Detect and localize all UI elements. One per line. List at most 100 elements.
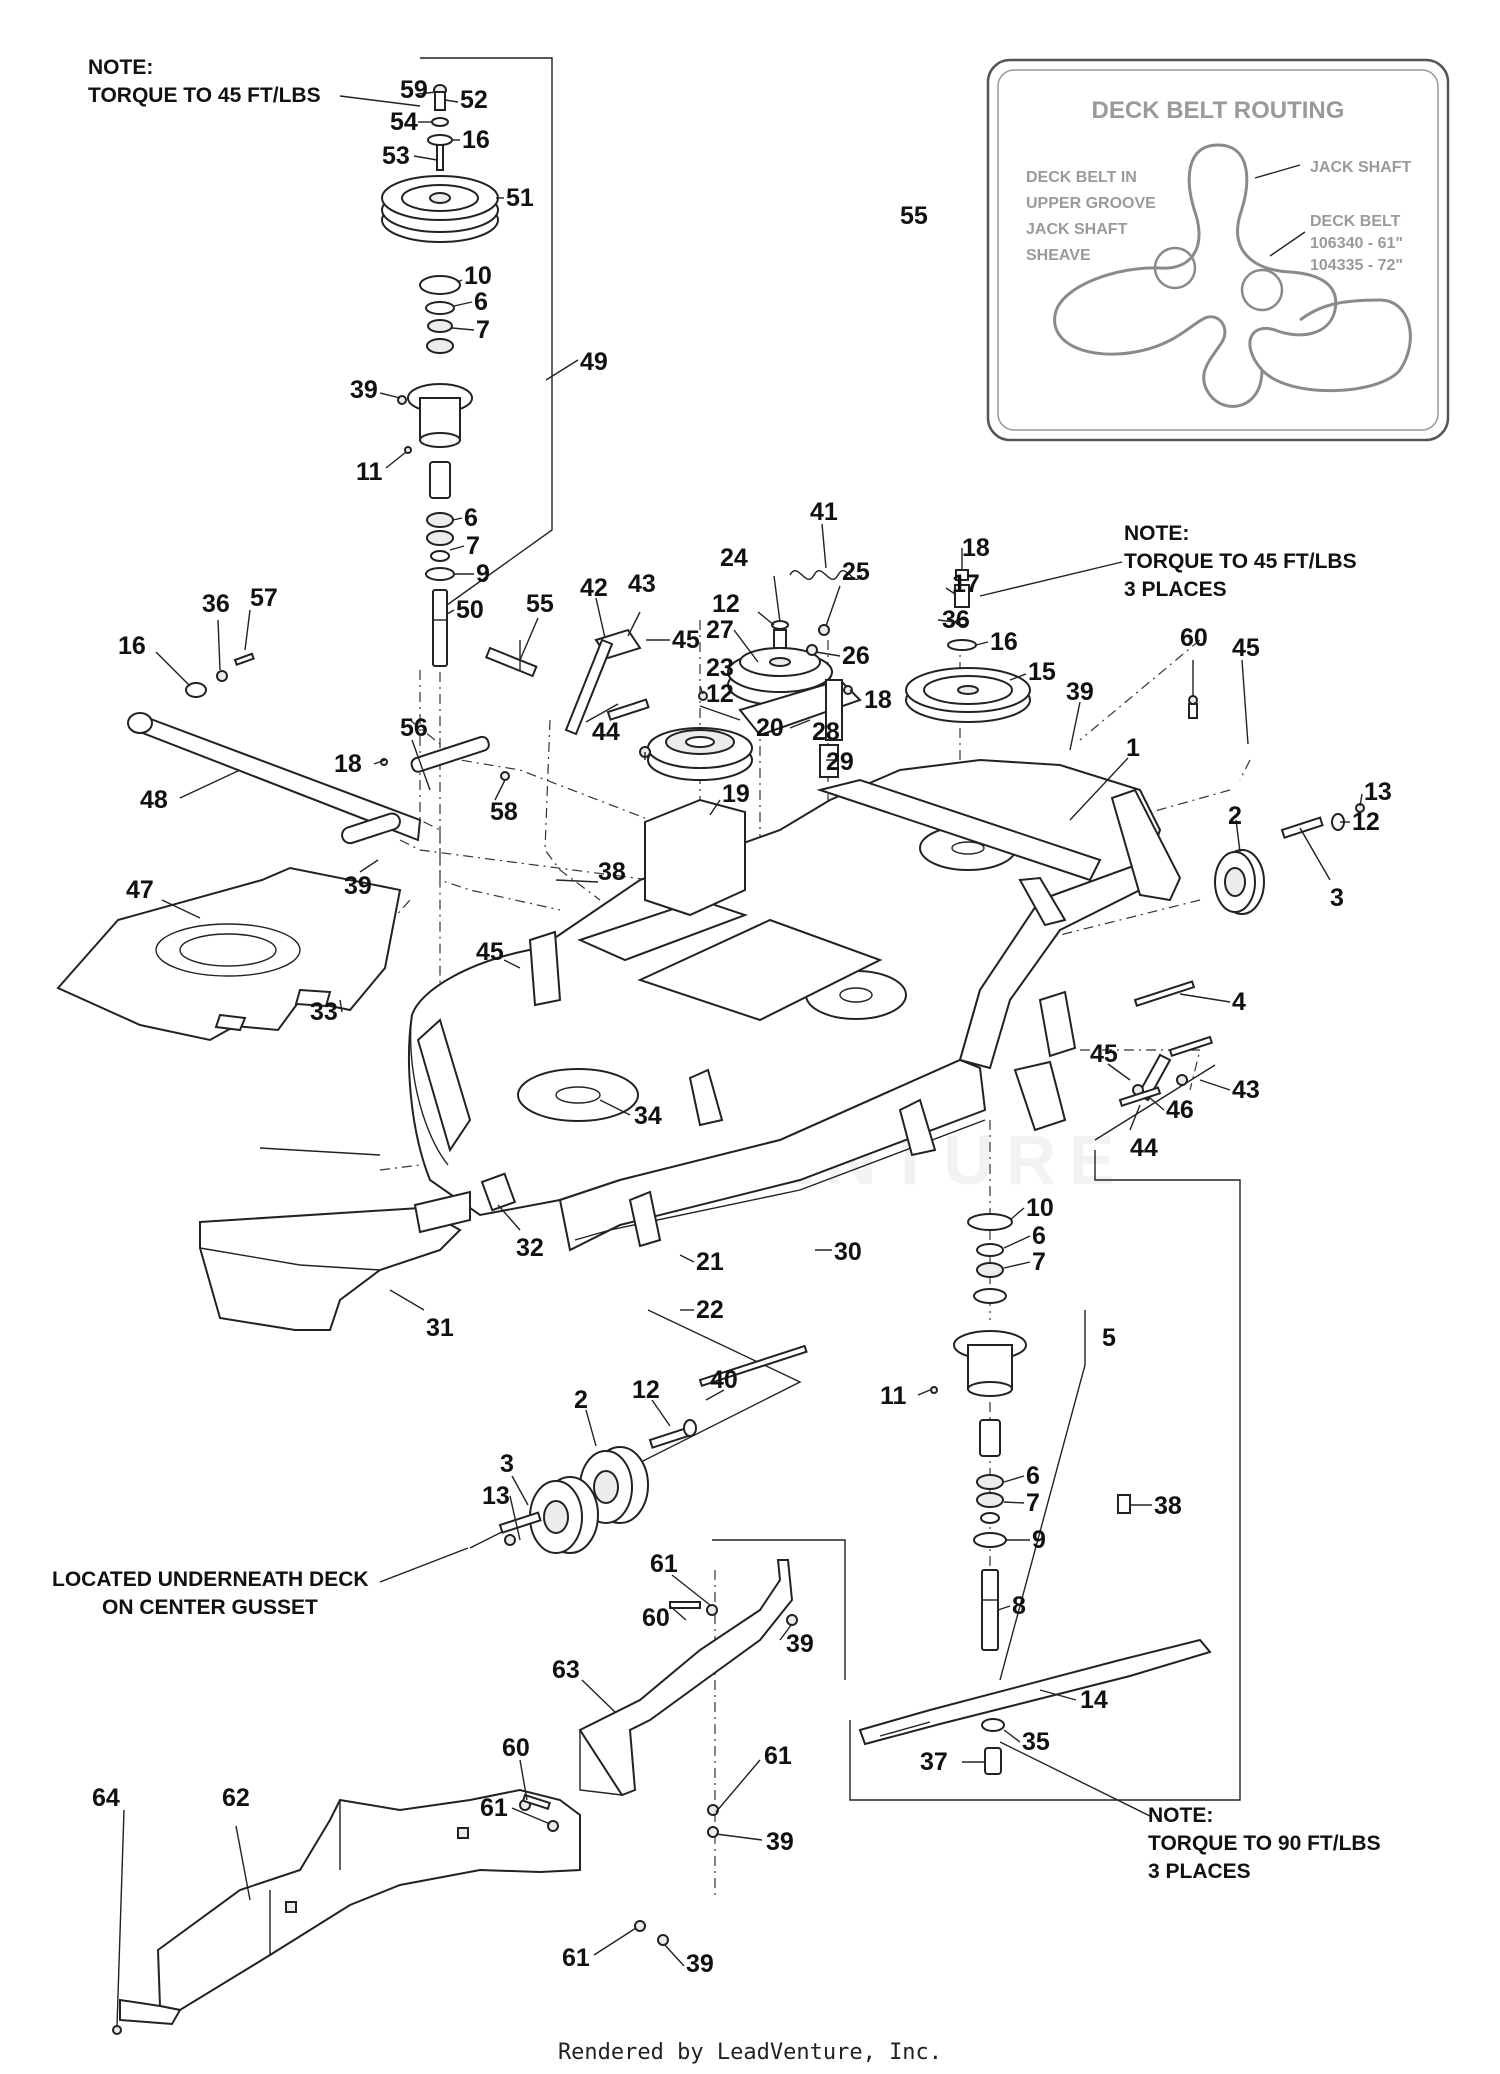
inset-text-2: UPPER GROOVE — [1026, 195, 1156, 212]
callout-14: 14 — [1080, 1686, 1108, 1714]
callout-12: 12 — [1352, 808, 1380, 836]
callout-17: 17 — [952, 570, 980, 598]
belt-path — [1053, 143, 1412, 408]
callout-7: 7 — [1026, 1489, 1040, 1517]
group-boundaries — [420, 57, 1241, 1801]
callout-52: 52 — [460, 86, 488, 114]
callout-labels: 59 52 54 16 53 51 10 6 7 39 49 11 6 7 9 … — [92, 76, 1392, 1978]
left-belt-shield — [56, 866, 402, 1042]
callout-18: 18 — [962, 534, 990, 562]
callout-11: 11 — [356, 458, 383, 486]
callout-13: 13 — [1364, 778, 1392, 806]
callout-61: 61 — [764, 1742, 792, 1770]
callout-55: 55 — [526, 590, 554, 618]
callout-39: 39 — [686, 1950, 714, 1978]
callout-16: 16 — [462, 126, 490, 154]
belt-routing-inset: DECK BELT ROUTING DECK BELT IN UPPER GRO… — [986, 58, 1450, 442]
callout-43: 43 — [1232, 1076, 1260, 1104]
callout-45: 45 — [1232, 634, 1260, 662]
inset-belt-1: DECK BELT — [1310, 213, 1401, 230]
callout-59: 59 — [400, 76, 428, 104]
callout-6: 6 — [1032, 1222, 1046, 1250]
inset-title: DECK BELT ROUTING — [1092, 97, 1345, 124]
callout-60: 60 — [642, 1604, 670, 1632]
callout-9: 9 — [476, 560, 490, 588]
discharge-chute — [199, 1147, 517, 1331]
inset-belt-3: 104335 - 72" — [1310, 257, 1403, 274]
callout-39: 39 — [350, 376, 378, 404]
callout-12: 12 — [632, 1376, 660, 1404]
svg-text:LOCATED UNDERNEATH DECK: LOCATED UNDERNEATH DECK — [52, 1568, 369, 1591]
callout-18: 18 — [334, 750, 362, 778]
callout-29: 29 — [826, 748, 854, 776]
callout-15: 15 — [1028, 658, 1056, 686]
baffle-fasteners — [112, 1601, 798, 2035]
callout-47: 47 — [126, 876, 154, 904]
callout-10: 10 — [1026, 1194, 1054, 1222]
callout-57: 57 — [250, 584, 278, 612]
top-spindle-assembly — [381, 84, 499, 667]
svg-text:TORQUE TO 45 FT/LBS: TORQUE TO 45 FT/LBS — [88, 84, 321, 107]
mower-deck — [408, 746, 1182, 1252]
jack-shaft-circle — [1240, 268, 1284, 312]
callout-3: 3 — [500, 1450, 514, 1478]
callout-61: 61 — [562, 1944, 590, 1972]
callout-58: 58 — [490, 798, 518, 826]
callout-19: 19 — [722, 780, 750, 808]
note-torque-45-3-places: NOTE: TORQUE TO 45 FT/LBS 3 PLACES — [979, 522, 1357, 601]
callout-51: 51 — [506, 184, 534, 212]
callout-36: 36 — [942, 606, 970, 634]
callout-5: 5 — [1102, 1324, 1116, 1352]
note-torque-45: NOTE: TORQUE TO 45 FT/LBS — [88, 56, 421, 107]
callout-61: 61 — [650, 1550, 678, 1578]
callout-45: 45 — [1090, 1040, 1118, 1068]
callout-31: 31 — [426, 1314, 454, 1342]
callout-60: 60 — [502, 1734, 530, 1762]
callout-20: 20 — [756, 714, 784, 742]
callout-46: 46 — [1166, 1096, 1194, 1124]
callout-33: 33 — [310, 998, 338, 1026]
inset-jack-shaft: JACK SHAFT — [1310, 159, 1412, 176]
callout-49: 49 — [580, 348, 608, 376]
svg-text:TORQUE TO 90 FT/LBS: TORQUE TO 90 FT/LBS — [1148, 1832, 1381, 1855]
callout-39: 39 — [1066, 678, 1094, 706]
lower-spindle-assembly — [930, 1213, 1131, 1651]
mower-blade — [858, 1638, 1212, 1775]
callout-22: 22 — [696, 1296, 724, 1324]
callout-38: 38 — [598, 858, 626, 886]
callout-56: 56 — [400, 714, 428, 742]
callout-62: 62 — [222, 1784, 250, 1812]
callout-63: 63 — [552, 1656, 580, 1684]
callout-6: 6 — [464, 504, 478, 532]
callout-16: 16 — [118, 632, 146, 660]
callout-7: 7 — [476, 316, 490, 344]
callout-27: 27 — [706, 616, 734, 644]
callout-64: 64 — [92, 1784, 120, 1812]
callout-36: 36 — [202, 590, 230, 618]
callout-38: 38 — [1154, 1492, 1182, 1520]
inset-text-4: SHEAVE — [1026, 247, 1091, 264]
callout-7: 7 — [1032, 1248, 1046, 1276]
svg-text:NOTE:: NOTE: — [1148, 1804, 1213, 1827]
callout-2: 2 — [574, 1386, 588, 1414]
callout-25: 25 — [842, 558, 870, 586]
front-rollers — [498, 1344, 808, 1554]
callout-12: 12 — [706, 680, 734, 708]
callout-18: 18 — [864, 686, 892, 714]
callout-3: 3 — [1330, 884, 1344, 912]
callout-42: 42 — [580, 574, 608, 602]
pivot-arm — [127, 646, 538, 845]
callout-30: 30 — [834, 1238, 862, 1266]
baffle-62 — [119, 1788, 581, 2026]
note-underneath-deck: LOCATED UNDERNEATH DECK ON CENTER GUSSET — [52, 1309, 802, 1619]
idler-bracket-assembly — [564, 569, 863, 829]
svg-text:3 PLACES: 3 PLACES — [1148, 1860, 1251, 1883]
footer-credit: Rendered by LeadVenture, Inc. — [557, 2040, 943, 2065]
callout-39: 39 — [786, 1630, 814, 1658]
callout-21: 21 — [696, 1248, 724, 1276]
callout-40: 40 — [710, 1366, 738, 1394]
callout-13: 13 — [482, 1482, 510, 1510]
callout-61: 61 — [480, 1794, 508, 1822]
callout-48: 48 — [140, 786, 168, 814]
